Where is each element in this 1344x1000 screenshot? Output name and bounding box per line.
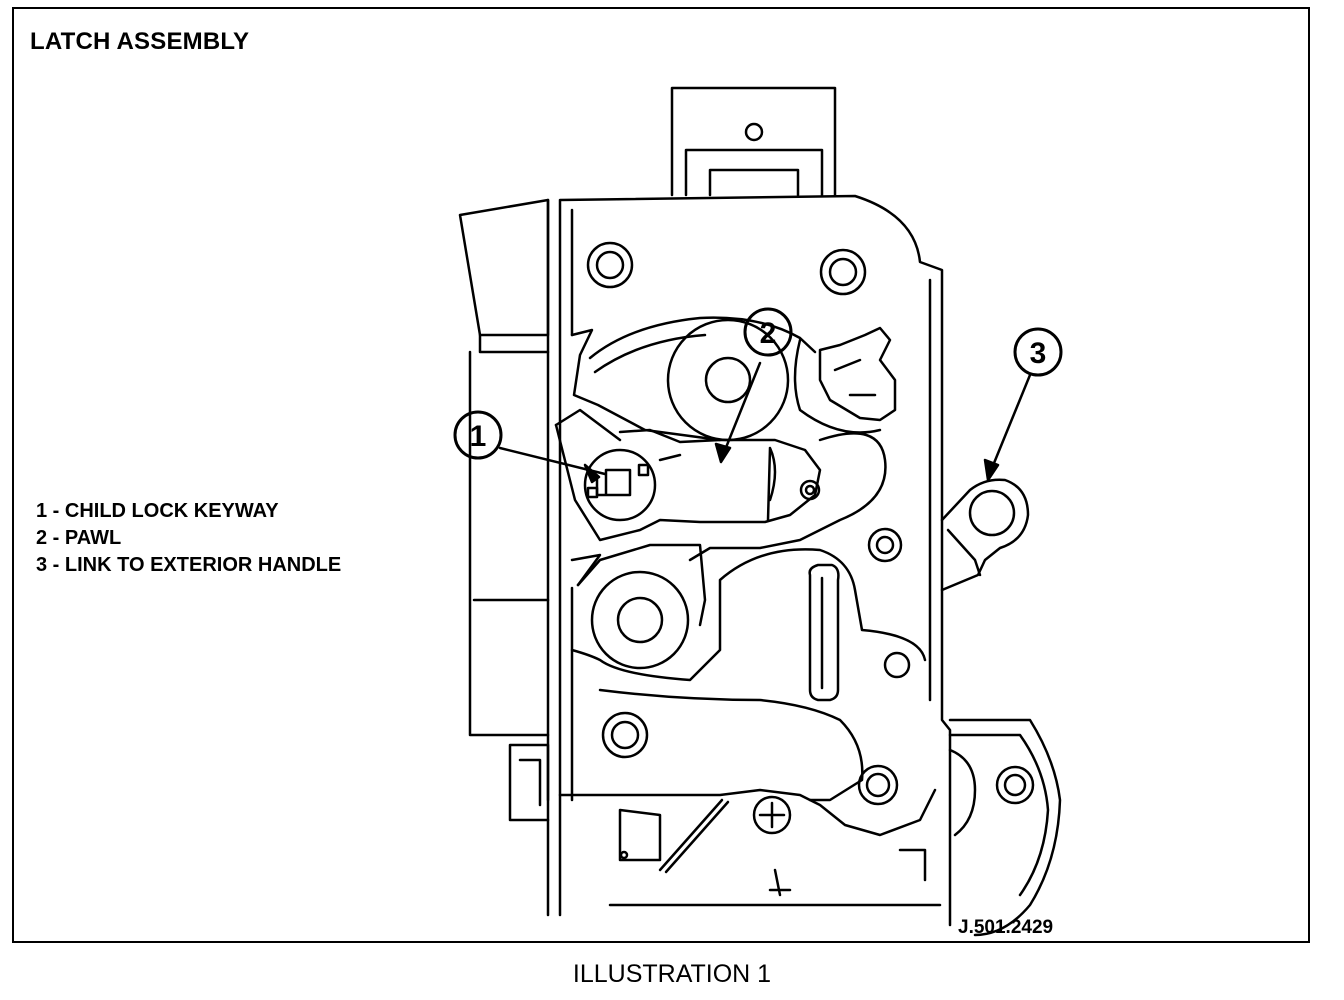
leader-lines <box>498 361 1032 484</box>
callout-2: 2 <box>743 307 793 357</box>
callout-1: 1 <box>453 410 503 460</box>
legend-item-1: 1 - CHILD LOCK KEYWAY <box>36 500 279 522</box>
callout-1-label: 1 <box>470 420 487 453</box>
pawl <box>688 432 887 562</box>
callout-3-label: 3 <box>1030 337 1047 370</box>
illustration-caption: ILLUSTRATION 1 <box>572 960 772 988</box>
bell-crank <box>948 718 1062 937</box>
bottom-housing <box>558 788 942 907</box>
upper-pivot <box>588 316 897 442</box>
illustration-frame <box>12 7 1310 943</box>
callout-3: 3 <box>1013 327 1063 377</box>
callout-2-label: 2 <box>760 317 777 350</box>
drawing-code: J.501.2429 <box>958 917 1054 938</box>
legend-item-3: 3 - LINK TO EXTERIOR HANDLE <box>36 554 342 576</box>
legend-item-2: 2 - PAWL <box>36 527 122 549</box>
lower-rotor <box>570 543 927 802</box>
ratchet-notch <box>554 328 722 587</box>
legend: 1 - CHILD LOCK KEYWAY 2 - PAWL 3 - LINK … <box>36 498 341 579</box>
exterior-handle-link <box>940 478 1030 592</box>
top-mounting-tab <box>670 86 837 197</box>
guide-slot <box>808 563 840 702</box>
child-lock-keyway <box>554 423 822 542</box>
left-flange <box>458 198 550 917</box>
diagram-title: LATCH ASSEMBLY <box>30 28 250 55</box>
